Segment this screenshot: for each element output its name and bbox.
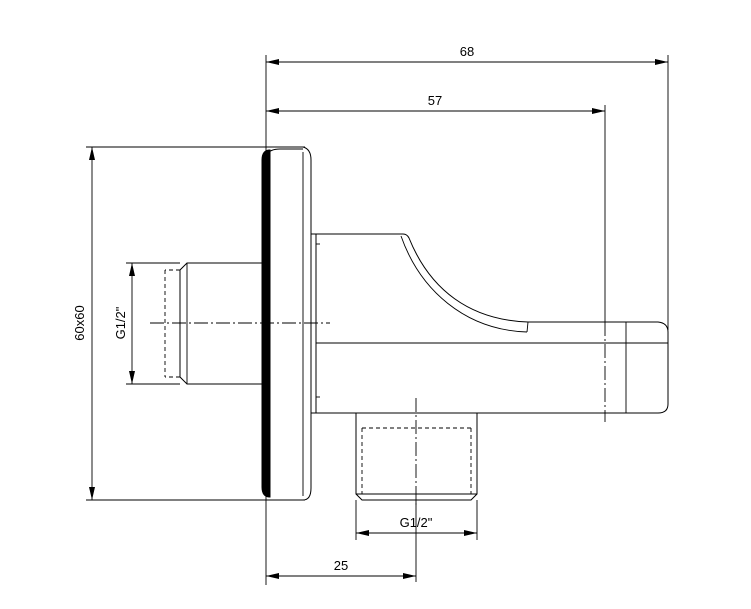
dimension-label-57: 57	[428, 93, 442, 108]
outlet-nipple	[355, 398, 478, 508]
dimension-outlet-thread: G1/2"	[356, 515, 477, 536]
dimension-overall-depth: 68	[266, 44, 668, 65]
outlet-body	[311, 233, 669, 422]
dimension-label-60x60: 60x60	[72, 305, 87, 340]
extension-lines	[86, 55, 669, 585]
dimension-label-25: 25	[334, 558, 348, 573]
dimension-label-inlet-thread: G1/2"	[113, 306, 128, 339]
plate-seal	[261, 149, 271, 498]
dimension-label-outlet-thread: G1/2"	[400, 515, 433, 530]
dimension-outlet-offset: 25	[266, 558, 416, 579]
wall-plate	[261, 146, 312, 501]
dimension-inlet-thread: G1/2"	[113, 263, 135, 384]
dimension-label-68: 68	[460, 44, 474, 59]
dimension-plate-size: 60x60	[72, 147, 95, 500]
dimension-outlet-depth: 57	[266, 93, 605, 114]
inlet-nipple	[164, 262, 264, 385]
